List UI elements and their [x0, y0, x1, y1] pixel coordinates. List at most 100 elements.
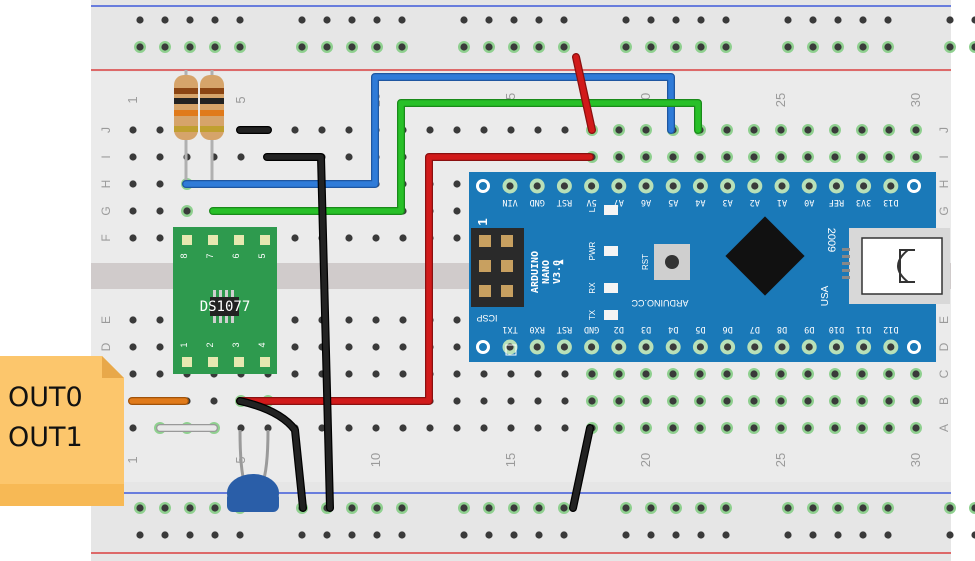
nano-pin-label-top: A5 [668, 197, 678, 207]
row-letter: C [937, 369, 951, 378]
nano-pin-label-top: D13 [883, 197, 898, 207]
hole [211, 43, 219, 51]
hole [348, 531, 356, 539]
column-number: 1 [125, 456, 140, 463]
hole [129, 424, 137, 432]
hole [129, 370, 137, 378]
components [174, 70, 279, 512]
arrow-mark: ▼ [556, 258, 566, 267]
hole [291, 370, 299, 378]
mount-hole-inner [479, 182, 487, 190]
hole [156, 153, 164, 161]
hole [373, 43, 381, 51]
hole [460, 504, 468, 512]
icsp-pin [479, 235, 491, 247]
mount-hole-inner [910, 182, 918, 190]
nano-led [604, 205, 618, 215]
hole [723, 126, 731, 134]
hole [722, 504, 730, 512]
hole [622, 504, 630, 512]
hole [885, 153, 893, 161]
hole [372, 343, 380, 351]
usb-pin [842, 262, 850, 265]
hole [136, 504, 144, 512]
nano-pin-hole [642, 182, 650, 190]
hole [777, 153, 785, 161]
hole [129, 153, 137, 161]
hole [453, 316, 461, 324]
hole [398, 16, 406, 24]
wire [570, 425, 593, 511]
hole [696, 397, 704, 405]
resistor-band [174, 126, 198, 132]
usb-pin [842, 276, 850, 279]
hole [398, 43, 406, 51]
hole [885, 397, 893, 405]
hole [510, 16, 518, 24]
nano-pin-label-top: 5V [586, 197, 596, 207]
nano-pin-label-top: 3V3 [856, 197, 871, 207]
soic-lead [231, 290, 234, 298]
hole [298, 43, 306, 51]
hole [615, 153, 623, 161]
mount-hole-inner [910, 343, 918, 351]
ds1077-pad-bottom [260, 357, 270, 367]
hole [777, 397, 785, 405]
hole [858, 424, 866, 432]
wire [237, 154, 593, 404]
hole [672, 504, 680, 512]
wires [128, 53, 702, 512]
wire [237, 398, 306, 511]
nano-pin-hole [832, 182, 841, 190]
hole [507, 126, 515, 134]
hole [129, 180, 137, 188]
usb-pin [842, 269, 850, 272]
hole [560, 16, 568, 24]
hole [323, 43, 331, 51]
hole [399, 424, 407, 432]
usb-port [861, 237, 943, 295]
soic-lead [231, 315, 234, 323]
hole [485, 504, 493, 512]
hole [561, 370, 569, 378]
hole [373, 531, 381, 539]
nano-pin-label-bottom: D9 [804, 324, 814, 334]
soic-lead [219, 315, 222, 323]
row-letter: B [937, 397, 951, 405]
hole [372, 316, 380, 324]
wire [183, 74, 674, 187]
hole [784, 531, 792, 539]
hole [809, 16, 817, 24]
hole [912, 153, 920, 161]
column-number: 25 [773, 453, 788, 467]
nano-pin-hole [506, 182, 514, 190]
icsp-pin [501, 235, 513, 247]
hole [535, 504, 543, 512]
hole [507, 424, 515, 432]
hole [507, 370, 515, 378]
nano-led-label: PWR [588, 241, 597, 260]
hole [831, 153, 839, 161]
hole [318, 126, 326, 134]
ds1077-label: DS1077 [200, 299, 251, 315]
year-label: 2009 [825, 228, 837, 252]
nano-pin-hole [805, 343, 813, 351]
hole [750, 370, 758, 378]
nano-pin-label-bottom: D6 [722, 324, 732, 334]
icsp-label: ICSP [476, 313, 497, 323]
hole [345, 234, 353, 242]
row-letter: G [937, 206, 951, 215]
hole [946, 16, 954, 24]
hole [722, 43, 730, 51]
nano-led [604, 283, 618, 293]
hole [946, 43, 954, 51]
wire [210, 100, 701, 214]
ds1077-pad-top [234, 235, 244, 245]
ds1077-pin-label-top: 6 [231, 253, 241, 258]
row-letter: F [99, 234, 113, 241]
nano-pin-hole [615, 182, 623, 190]
hole [183, 207, 191, 215]
hole [298, 531, 306, 539]
row-letter: I [99, 155, 113, 158]
